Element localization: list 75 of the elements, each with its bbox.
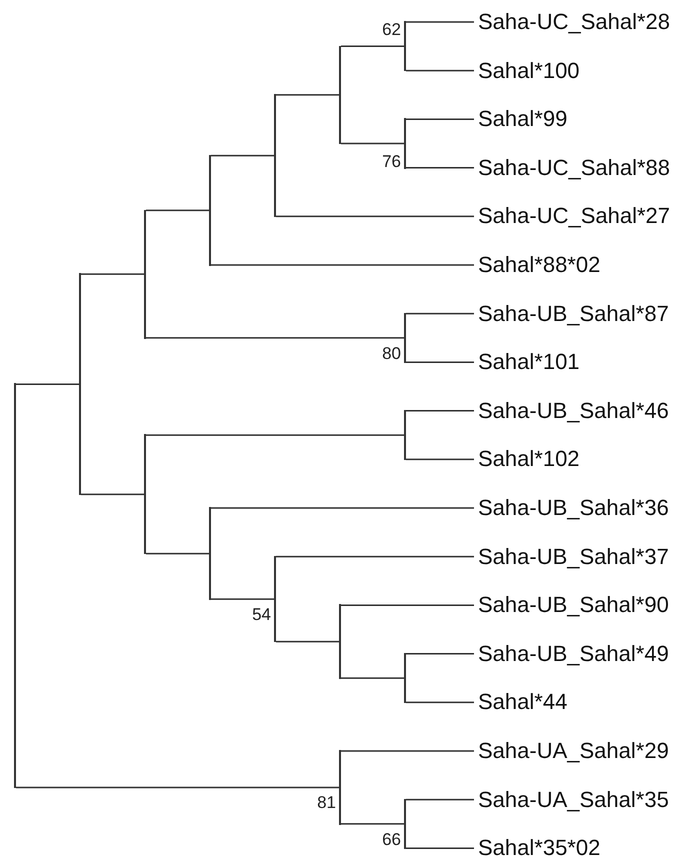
taxon-label: Saha-UA_Sahal*35	[474, 786, 669, 813]
clade-junction-line	[144, 210, 146, 339]
taxon-label: Saha-UB_Sahal*87	[474, 300, 669, 327]
clade-junction-line	[209, 507, 211, 600]
taxon-label: Sahal*102	[474, 446, 580, 472]
taxon-label: Saha-UC_Sahal*88	[474, 154, 670, 181]
branch-line	[146, 552, 209, 554]
taxon-label: Saha-UC_Sahal*27	[474, 203, 670, 230]
branch-line	[406, 70, 474, 72]
taxon-label: Sahal*44	[474, 689, 568, 716]
branch-line	[406, 847, 474, 849]
branch-line	[211, 507, 474, 509]
branch-line	[276, 94, 339, 96]
branch-line	[211, 154, 274, 156]
taxon-label: Saha-UB_Sahal*49	[474, 640, 669, 667]
branch-line	[276, 640, 339, 642]
clade-junction-line	[339, 750, 341, 825]
clade-junction-line	[274, 556, 276, 642]
branch-line	[341, 677, 404, 679]
bootstrap-value: 62	[381, 20, 401, 40]
branch-line	[341, 823, 404, 825]
bootstrap-value: 76	[381, 152, 401, 172]
branch-line	[341, 46, 404, 48]
bootstrap-value: 66	[381, 830, 401, 850]
taxon-label: Sahal*35*02	[474, 835, 600, 862]
branch-line	[406, 653, 474, 655]
branch-line	[406, 702, 474, 704]
clade-junction-line	[339, 46, 341, 144]
clade-junction-line	[404, 798, 406, 849]
branch-line	[276, 216, 474, 218]
clade-junction-line	[404, 21, 406, 72]
clade-junction-line	[209, 154, 211, 266]
taxon-label: Sahal*99	[474, 106, 568, 132]
taxon-label: Saha-UA_Sahal*29	[474, 738, 669, 764]
branch-line	[146, 210, 209, 212]
bootstrap-value: 80	[381, 344, 401, 364]
branch-line	[341, 750, 474, 752]
clade-junction-line	[14, 383, 16, 788]
taxon-label: Saha-UC_Sahal*28	[474, 9, 670, 35]
branch-line	[341, 142, 404, 144]
branch-line	[146, 434, 404, 436]
branch-line	[406, 21, 474, 23]
branch-line	[146, 337, 404, 339]
clade-junction-line	[339, 604, 341, 679]
branch-line	[406, 361, 474, 363]
branch-line	[406, 167, 474, 169]
branch-line	[276, 556, 474, 558]
branch-line	[406, 798, 474, 800]
bootstrap-value: 54	[251, 605, 271, 626]
clade-junction-line	[79, 273, 81, 496]
clade-junction-line	[404, 410, 406, 460]
branch-line	[406, 458, 474, 460]
taxon-label: Sahal*101	[474, 349, 580, 376]
branch-line	[406, 118, 474, 120]
branch-line	[81, 494, 144, 496]
branch-line	[81, 273, 144, 275]
taxon-label: Saha-UB_Sahal*36	[474, 495, 669, 521]
taxon-label: Saha-UB_Sahal*37	[474, 544, 669, 570]
clade-junction-line	[404, 312, 406, 363]
clade-junction-line	[404, 118, 406, 169]
branch-line	[211, 598, 274, 600]
bootstrap-value: 81	[316, 793, 336, 814]
branch-line	[211, 264, 474, 266]
clade-junction-line	[274, 94, 276, 218]
branch-line	[16, 383, 79, 385]
taxon-label: Saha-UB_Sahal*90	[474, 592, 669, 618]
branch-line	[406, 312, 474, 314]
branch-line	[341, 604, 474, 606]
branch-line	[406, 410, 474, 412]
clade-junction-line	[404, 653, 406, 704]
clade-junction-line	[144, 434, 146, 554]
taxon-label: Saha-UB_Sahal*46	[474, 398, 669, 424]
branch-line	[16, 786, 339, 788]
taxon-label: Sahal*100	[474, 58, 580, 84]
taxon-label: Sahal*88*02	[474, 252, 600, 278]
